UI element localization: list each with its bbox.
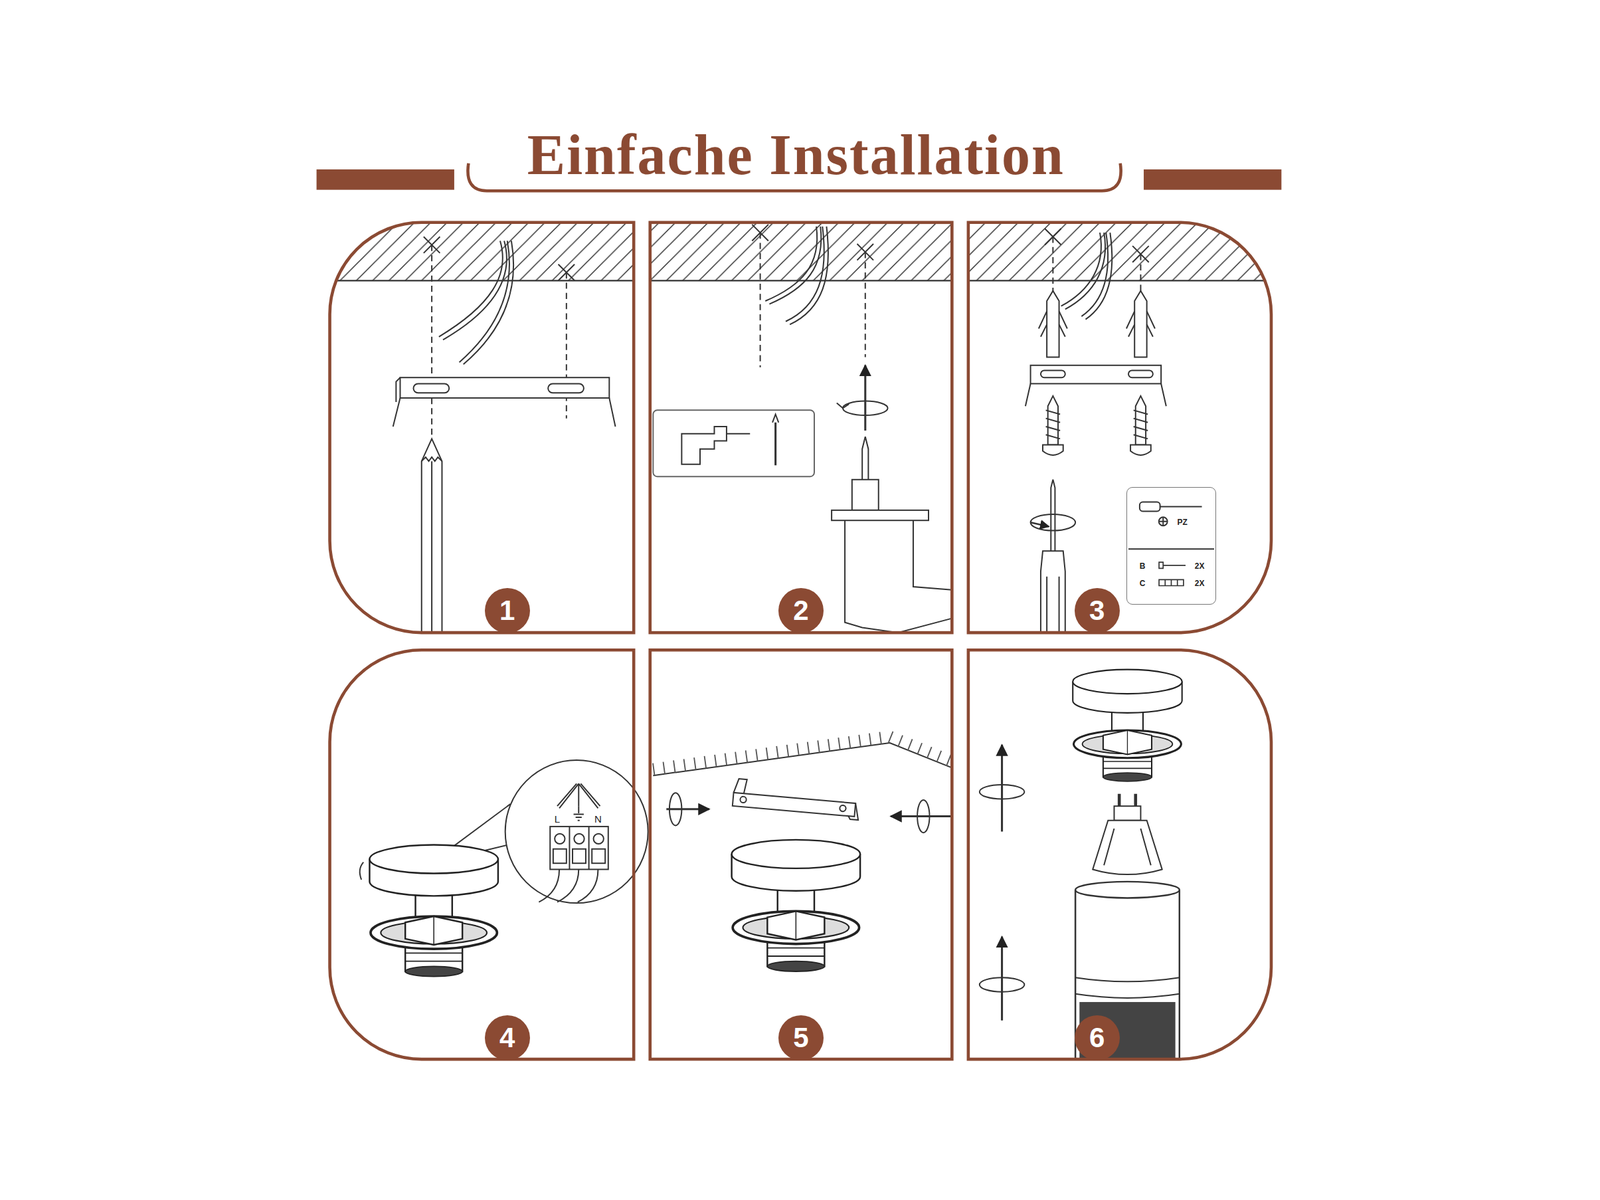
step-number: 6: [1089, 1023, 1105, 1052]
step-number: 3: [1089, 596, 1105, 625]
step-panel: [650, 649, 953, 1059]
step-number: 4: [499, 1023, 515, 1052]
parts-inset-box: PZ B 2X C 2X: [1126, 486, 1217, 605]
step-panel: [968, 649, 1272, 1059]
step-panel: [968, 222, 1272, 633]
terminal-label: L: [553, 813, 561, 824]
diagram-title: Einfache Installation: [520, 126, 1072, 184]
title-bar: [316, 169, 455, 190]
parts-text: B: [1139, 561, 1146, 570]
step-panel: [650, 222, 953, 633]
step-number: 1: [499, 596, 515, 625]
terminal-label: N: [593, 813, 603, 824]
step-number-circle: 3: [1074, 587, 1120, 633]
step-number: 5: [793, 1023, 809, 1052]
title-bar: [1143, 169, 1282, 190]
step-number: 2: [793, 596, 809, 625]
parts-text: 2X: [1194, 579, 1205, 588]
parts-text: C: [1139, 579, 1146, 588]
step-number-circle: 6: [1074, 1014, 1120, 1061]
step-number-circle: 4: [484, 1014, 531, 1061]
step-number-circle: 1: [484, 587, 531, 633]
step-number-circle: 5: [778, 1014, 824, 1061]
step-number-circle: 2: [778, 587, 824, 633]
parts-text: PZ: [1176, 518, 1187, 527]
parts-text: 2X: [1194, 561, 1205, 570]
step-panel: [330, 649, 635, 1059]
step-panel: [330, 222, 635, 633]
